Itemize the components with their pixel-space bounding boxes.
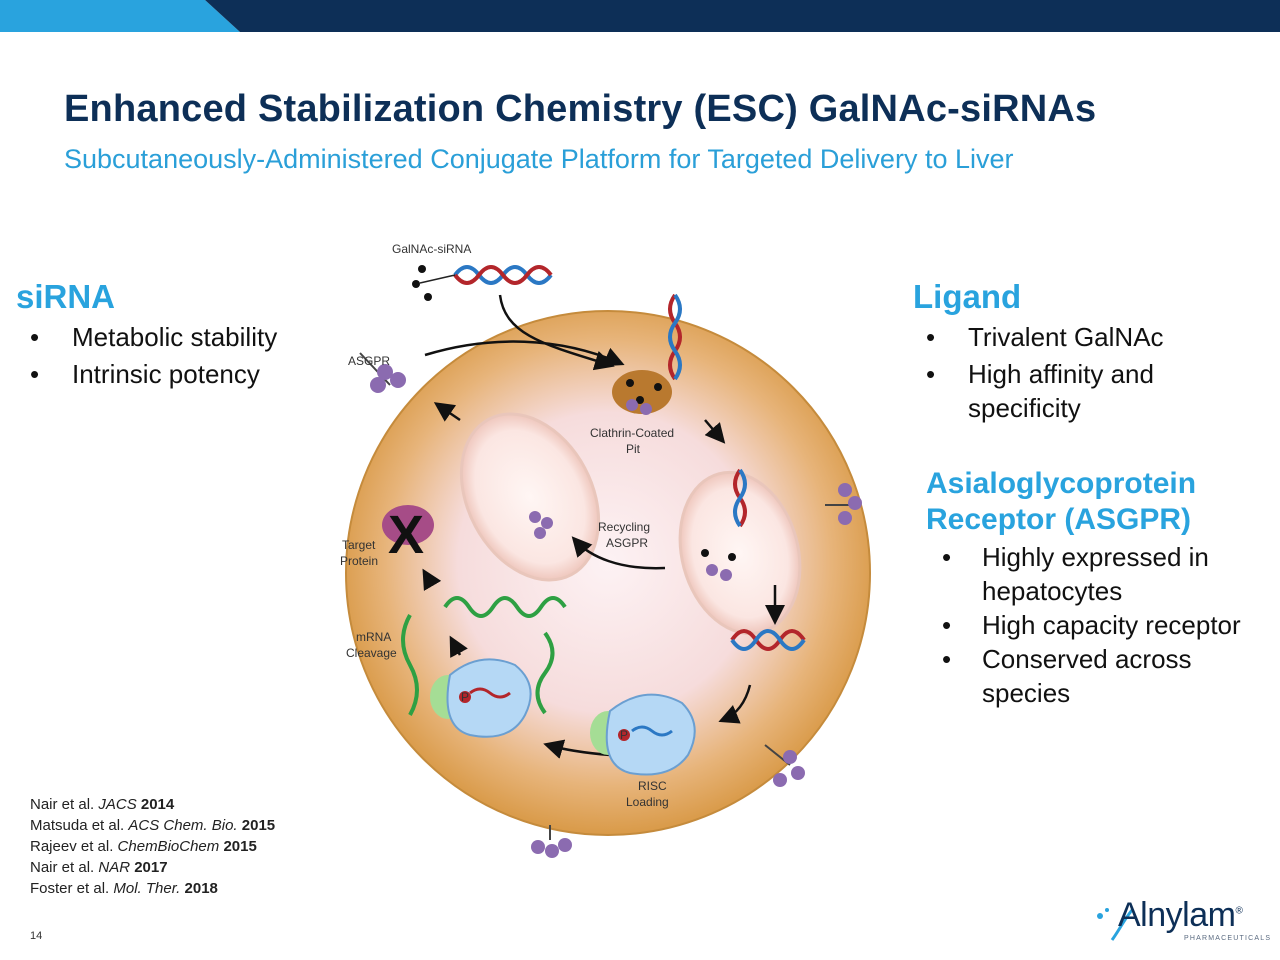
bullet-icon: • [926,322,936,352]
list-item: • Intrinsic potency [30,357,277,391]
asgpr-receptor-icon [825,483,862,525]
bullet-icon: • [30,359,40,389]
risc-loading-label: Loading [626,795,669,809]
asgpr-receptor-icon [359,352,406,393]
sirna-list: • Metabolic stability • Intrinsic potency [30,320,278,391]
endosome-vesicle [459,412,601,582]
asgpr-receptor-icon [531,825,572,858]
list-item: • Trivalent GalNAc [926,320,1208,354]
asgpr-receptor-icon [764,744,805,787]
risc-complex-icon: P [430,658,532,738]
list-item-label: Trivalent GalNAc [968,322,1164,352]
clathrin-pit-label: Pit [626,442,641,456]
list-item: • High capacity receptor [942,608,1252,642]
galnac-sirna-icon [412,265,553,301]
asgpr-label: ASGPR [348,354,390,368]
list-item-label: High affinity and specificity [968,359,1154,423]
mrna-strand [443,596,567,618]
reference-item: Nair et al. JACS 2014 [30,796,175,813]
asgpr-list: • Highly expressed in hepatocytes • High c… [942,540,1252,710]
recycling-asgpr-label: Recycling [598,520,650,534]
clathrin-pit-label: Clathrin-Coated [590,426,674,440]
references: Nair et al. JACS 2014 Matsuda et al. ACS… [30,794,275,899]
reference-item: Foster et al. Mol. Ther. 2018 [30,880,218,897]
recycling-asgpr-icon [529,511,553,539]
mrna-cleavage-label: Cleavage [346,646,397,660]
target-protein-label: Protein [340,554,378,568]
ligand-list: • Trivalent GalNAc • High affinity and spe… [926,320,1208,425]
bullet-icon: • [942,542,952,572]
list-item-label: Intrinsic potency [72,359,260,389]
page-title: Enhanced Stabilization Chemistry (ESC) G… [64,88,1097,130]
mrna-cleavage-label: mRNA [356,630,391,644]
alnylam-logo-text: Alnylam® [1118,896,1243,934]
list-item: • Highly expressed in hepatocytes [942,540,1252,608]
target-protein [382,505,434,545]
list-item: • High affinity and specificity [926,357,1208,425]
galnac-sirna-label: GalNAc-siRNA [392,242,471,256]
bullet-icon: • [942,610,952,640]
sirna-duplex-icon [730,629,806,651]
reference-item: Rajeev et al. ChemBioChem 2015 [30,838,257,855]
reference-item: Matsuda et al. ACS Chem. Bio. 2015 [30,817,276,834]
list-item-label: High capacity receptor [982,610,1241,640]
reference-item: Nair et al. NAR 2017 [30,859,168,876]
risc-loading-label: RISC [638,779,667,793]
mrna-strand [535,631,555,715]
svg-text:P: P [620,728,628,742]
list-item-label: Conserved across species [982,644,1192,708]
inhibition-x-mark: X [388,505,424,565]
recycling-asgpr-label: ASGPR [606,536,648,550]
alnylam-logo-subtitle: PHARMACEUTICALS [1184,935,1272,942]
bullet-icon: • [30,322,40,352]
ligand-heading: Ligand [913,278,1022,315]
list-item-label: Metabolic stability [72,322,278,352]
alnylam-logo-mark [1097,908,1134,941]
bullet-icon: • [942,644,952,674]
page-subtitle: Subcutaneously-Administered Conjugate Pl… [64,144,1014,174]
list-item-label: Highly expressed in hepatocytes [982,542,1209,606]
sirna-duplex-icon [701,468,747,581]
page-number: 14 [30,930,43,942]
list-item: • Conserved across species [942,642,1252,710]
asgpr-heading: Asialoglycoprotein Receptor (ASGPR) [926,467,1197,536]
top-banner [0,0,1280,32]
sirna-duplex-icon [626,293,682,415]
sirna-heading: siRNA [16,278,116,315]
target-protein-label: Target [342,538,376,552]
risc-complex-icon: P [590,693,696,776]
hepatocyte-diagram: X P P GalNAc-siRNA ASGPR Clathrin-Coat [340,242,871,858]
list-item: • Metabolic stability [30,320,278,354]
mrna-strand [401,614,419,716]
svg-text:P: P [461,690,469,704]
bullet-icon: • [926,359,936,389]
